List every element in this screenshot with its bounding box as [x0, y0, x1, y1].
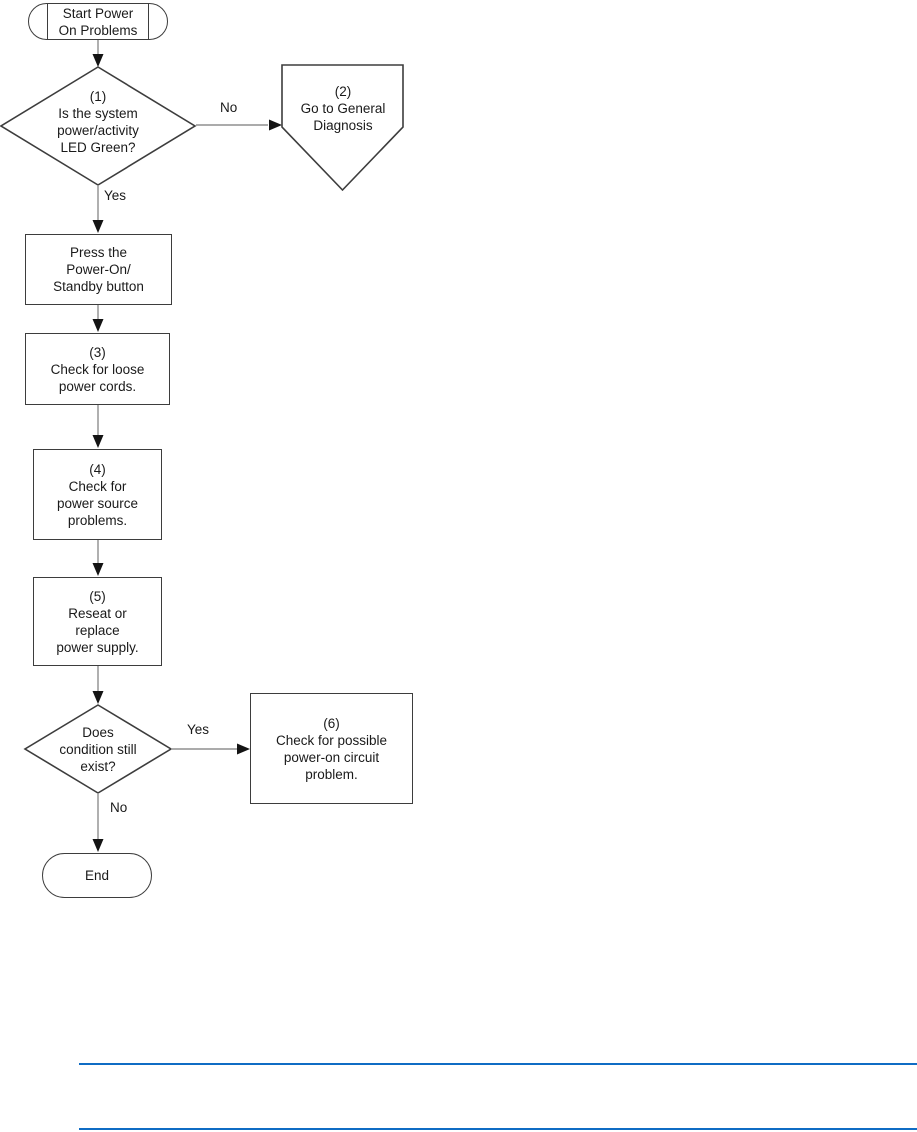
process-line: Power-On/: [66, 262, 131, 277]
offpage-connector-2-line: Diagnosis: [313, 118, 373, 133]
process-line: Check for possible: [275, 732, 388, 748]
terminator-cap-line: [47, 3, 48, 40]
process-line: problems.: [67, 512, 128, 528]
process-line: Reseat or: [68, 605, 127, 621]
start-terminator: Start Power On Problems: [28, 3, 168, 40]
process-line: (6): [323, 715, 340, 731]
edge-label-no: No: [110, 800, 128, 815]
process-line: (3): [89, 344, 106, 360]
end-label: End: [84, 868, 110, 883]
process-line: replace: [75, 622, 120, 638]
edge-label-yes: Yes: [187, 722, 210, 737]
process-line: power cords.: [58, 378, 137, 394]
terminator-cap-line: [148, 3, 149, 40]
decision-2-line: exist?: [80, 759, 116, 774]
edge-label-yes: Yes: [104, 188, 127, 203]
process-5-reseat-power-supply: (5) Reseat or replace power supply.: [33, 577, 162, 666]
process-line: power-on circuit: [283, 749, 380, 765]
offpage-connector-2-line: (2): [334, 84, 352, 99]
process-press-power-button: Press the Power-On/ Standby button: [25, 234, 172, 305]
offpage-connector-2-pentagon: [281, 64, 404, 192]
arrowhead-down-icon: [92, 54, 104, 67]
process-4-check-power-source: (4) Check for power source problems.: [33, 449, 162, 540]
edge-label-no: No: [220, 100, 238, 115]
decision-2-line: condition still: [59, 742, 137, 757]
decision-2-line: Does: [82, 725, 114, 740]
process-line: (5): [89, 588, 106, 604]
decision-1-line: Is the system: [58, 106, 138, 121]
process-line: problem.: [305, 766, 358, 782]
process-line: power supply.: [56, 639, 139, 655]
arrowhead-right-icon: [237, 743, 250, 755]
decision-1-line: (1): [89, 89, 107, 104]
process-line: Standby button: [53, 279, 144, 294]
start-label-line: On Problems: [58, 22, 138, 38]
offpage-connector-2-line: Go to General: [300, 101, 386, 116]
process-line: Check for loose: [50, 361, 145, 377]
divider-rule-bottom: [79, 1128, 917, 1130]
offpage-connector-2-text: (2) Go to General Diagnosis: [273, 83, 413, 134]
arrowhead-down-icon: [92, 691, 104, 704]
divider-rule-top: [79, 1063, 917, 1065]
decision-1-line: LED Green?: [60, 140, 136, 155]
arrowhead-right-icon: [269, 119, 282, 131]
arrowhead-down-icon: [92, 435, 104, 448]
process-6-check-power-on-circuit: (6) Check for possible power-on circuit …: [250, 693, 413, 804]
arrowhead-down-icon: [92, 319, 104, 332]
decision-1-text: (1) Is the system power/activity LED Gre…: [18, 88, 178, 156]
process-line: power source: [56, 495, 139, 511]
end-terminator: End: [42, 853, 152, 898]
start-label-line: Start Power: [62, 5, 134, 21]
arrowhead-down-icon: [92, 839, 104, 852]
decision-1-line: power/activity: [57, 123, 139, 138]
arrowhead-down-icon: [92, 563, 104, 576]
decision-2-text: Does condition still exist?: [28, 724, 168, 775]
process-3-check-power-cords: (3) Check for loose power cords.: [25, 333, 170, 405]
process-line: Check for: [68, 478, 127, 494]
process-line: Press the: [69, 245, 128, 260]
arrowhead-down-icon: [92, 220, 104, 233]
process-line: (4): [89, 461, 106, 477]
